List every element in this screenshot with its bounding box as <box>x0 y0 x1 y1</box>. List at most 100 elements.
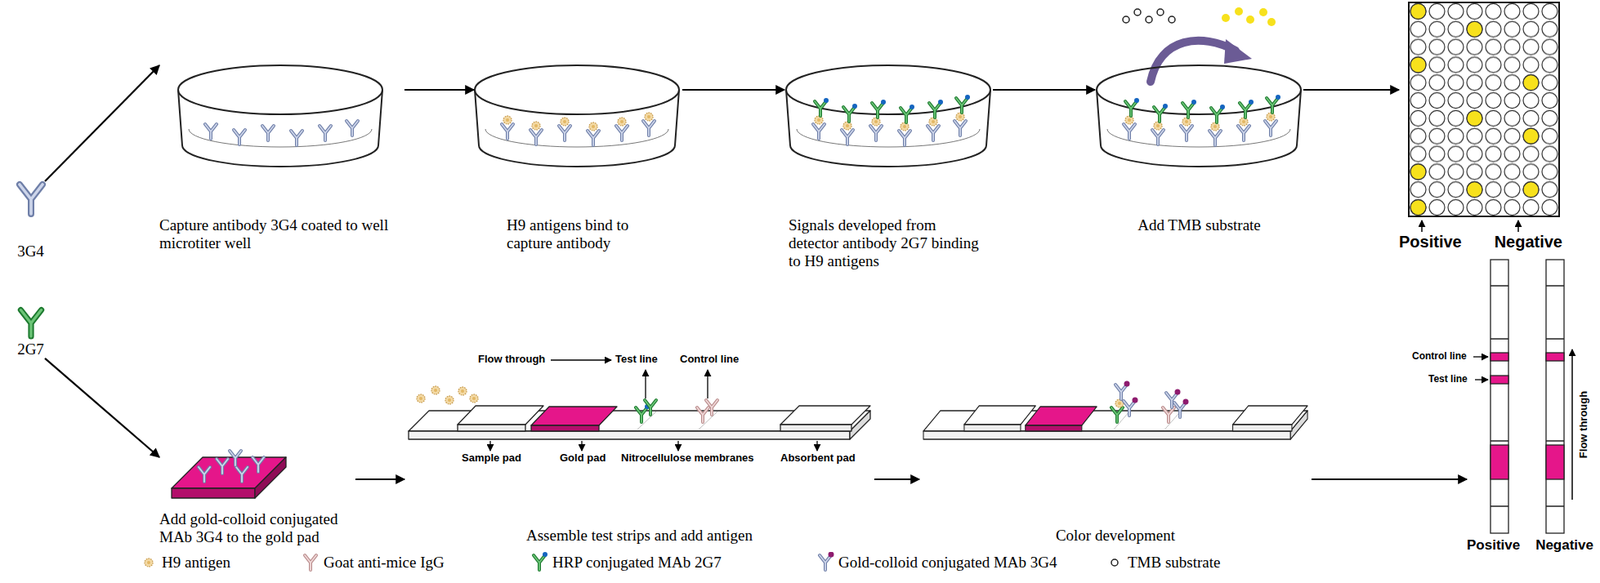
legend-sample <box>300 552 321 574</box>
legend-item: HRP conjugated MAb 2G7 <box>529 552 722 574</box>
microtiter-well <box>501 124 514 139</box>
tmb-reaction <box>1224 39 1252 64</box>
microtiter-well <box>843 121 852 130</box>
legend-text: HRP conjugated MAb 2G7 <box>552 554 722 573</box>
microtiter-well <box>786 65 991 167</box>
caption: Color development <box>919 527 1312 546</box>
positive-well <box>1466 21 1483 37</box>
strip-details <box>550 359 612 362</box>
elisa-step: Capture antibody 3G4 coated to well micr… <box>159 57 405 253</box>
result-strips <box>1474 379 1489 380</box>
elisa-step: Signals developed from detector antibody… <box>784 57 993 271</box>
flow-arrow <box>682 89 785 91</box>
microtiter-well <box>1096 65 1301 167</box>
microtiter-well <box>205 124 217 139</box>
strip-details <box>416 360 818 452</box>
legend-item: Gold-colloid conjugated MAb 3G4 <box>815 552 1058 574</box>
part-label: Absorbent pad <box>780 452 856 465</box>
microtiter-well <box>290 130 303 146</box>
step-caption: Signals developed from detector antibody… <box>788 216 985 271</box>
gold-conjugate <box>229 451 242 466</box>
legend-symbol <box>304 555 317 571</box>
microtiter-well <box>1152 129 1164 145</box>
strip-details <box>469 394 479 403</box>
strip-step: Color development <box>919 392 1312 546</box>
microtiter-well <box>558 125 571 141</box>
strip-details <box>489 441 491 452</box>
microtiter-plate <box>1408 2 1560 233</box>
microtiter-well <box>1211 104 1225 123</box>
microtiter-well <box>474 65 680 167</box>
strip-details <box>644 400 657 416</box>
antibody-label: 3G4 <box>8 181 54 261</box>
result-strips <box>1571 349 1574 501</box>
microtiter-well <box>178 65 383 167</box>
step-caption: Add TMB substrate <box>1094 216 1304 235</box>
microtiter-well <box>870 125 882 141</box>
legend-text: H9 antigen <box>161 554 231 573</box>
plate-result: PositiveNegative <box>1398 2 1563 252</box>
gold-pad <box>171 488 255 499</box>
microtiter-well <box>1266 112 1275 121</box>
strip-details <box>581 441 582 452</box>
microtiter-well <box>1239 117 1248 126</box>
legend-symbol <box>819 552 835 571</box>
strip-details <box>458 387 467 396</box>
strip-step: Assemble test strips and add antigen <box>404 392 875 546</box>
flow-arrow <box>874 478 920 481</box>
caption: Signals developed from detector antibody… <box>788 216 985 271</box>
tmb-reaction <box>1246 15 1255 24</box>
tmb-reaction <box>1259 8 1268 17</box>
step-caption: Add gold-colloid conjugated MAb 3G4 to t… <box>159 510 356 547</box>
microtiter-well <box>1264 120 1277 136</box>
microtiter-well <box>616 125 628 141</box>
positive-well <box>1410 3 1426 19</box>
strip-signal <box>1166 389 1181 409</box>
strip-result: PositiveNegative <box>1466 259 1594 555</box>
step-caption: 3G4 <box>8 242 54 261</box>
legend-text: Gold-colloid conjugated MAb 3G4 <box>838 554 1058 573</box>
part-label: Nitrocellulose membranes <box>621 452 755 465</box>
microtiter-well <box>587 130 599 146</box>
step-caption: Assemble test strips and add antigen <box>404 527 875 546</box>
legend-symbol <box>533 552 548 571</box>
microtiter-well <box>262 125 274 141</box>
microtiter-well <box>1237 125 1250 141</box>
strip-details <box>816 441 818 452</box>
part-label: Flow through <box>1577 391 1591 459</box>
microtiter-well <box>531 121 541 130</box>
legend-symbol <box>1111 559 1118 567</box>
illustration-slot <box>159 441 356 511</box>
step-caption: H9 antigens bind to capture antibody <box>506 216 671 253</box>
flow-arrow <box>992 89 1095 91</box>
result-strips <box>1473 356 1489 358</box>
microtiter-well <box>956 112 965 121</box>
result-strips <box>1490 259 1509 534</box>
illustration-slot <box>1094 57 1304 217</box>
antibody-label: 2G7 <box>8 302 54 359</box>
microtiter-well <box>929 99 944 118</box>
caption: Capture antibody 3G4 coated to well micr… <box>159 216 397 253</box>
microtiter-well <box>233 129 246 145</box>
result-strips <box>1546 353 1565 362</box>
gold-conjugate <box>252 457 264 473</box>
illustration-slot <box>1466 259 1594 538</box>
result-label: Negative <box>1535 537 1594 555</box>
microtiter-well <box>843 103 858 122</box>
flow-arrow <box>404 89 474 91</box>
microtiter-well <box>1180 125 1193 141</box>
legend-text: Goat anti-mice IgG <box>323 554 445 573</box>
gold-conjugate <box>216 459 228 474</box>
microtiter-well <box>1123 124 1136 139</box>
caption: Add TMB substrate <box>1094 216 1304 235</box>
flow-arrow <box>44 358 160 458</box>
result-strips <box>1490 353 1509 362</box>
tmb-reaction <box>1221 13 1230 23</box>
strip-signal <box>1115 381 1131 401</box>
microtiter-plate <box>1517 220 1520 233</box>
microtiter-well <box>1153 103 1168 122</box>
caption: 3G4 <box>8 242 54 261</box>
microtiter-well <box>1239 99 1254 118</box>
strip-details <box>677 441 679 452</box>
